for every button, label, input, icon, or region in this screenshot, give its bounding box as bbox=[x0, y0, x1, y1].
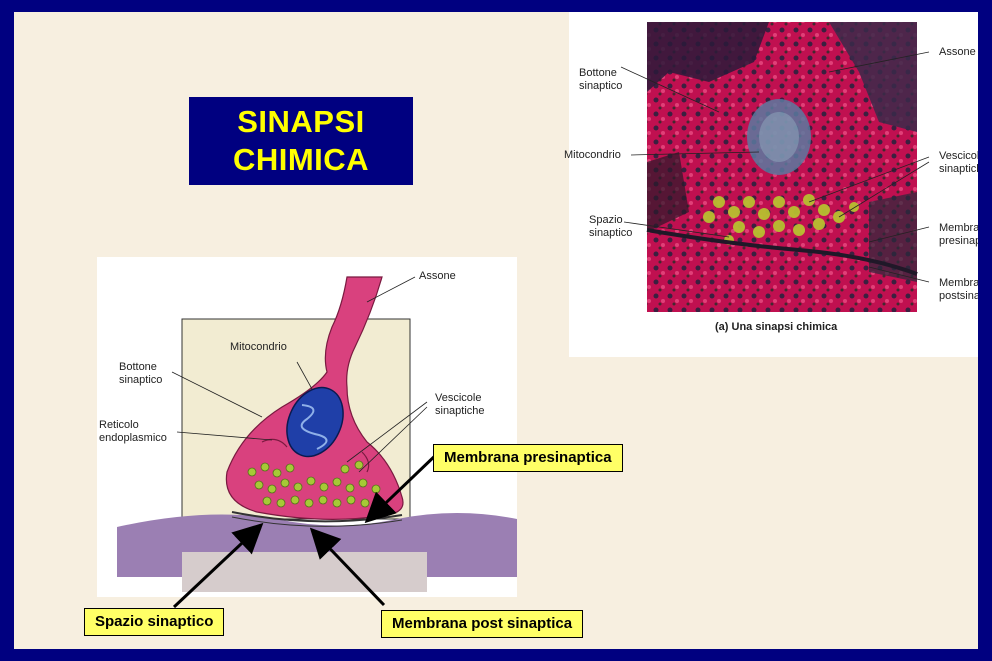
title-line-2: CHIMICA bbox=[232, 142, 370, 177]
diagram-label-vescicole: Vescicole sinaptiche bbox=[435, 392, 485, 417]
synapse-diagram-panel: Assone Mitocondrio Bottone sinaptico Ret… bbox=[97, 257, 517, 597]
micrograph-image bbox=[620, 22, 930, 312]
diagram-label-mitocondrio: Mitocondrio bbox=[230, 341, 287, 353]
diagram-label-reticolo: Reticolo endoplasmico bbox=[99, 419, 167, 444]
callout-membrana-post: Membrana post sinaptica bbox=[381, 610, 584, 638]
photo-label-bottone: Bottone sinaptico bbox=[579, 67, 623, 92]
title-line-1: SINAPSI bbox=[237, 104, 365, 139]
photo-label-mitocondrio: Mitocondrio bbox=[564, 149, 621, 161]
slide: SINAPSI CHIMICA bbox=[14, 12, 978, 649]
photo-caption: (a) Una sinapsi chimica bbox=[715, 321, 838, 333]
photo-label-membrana-pre: Membrana presinaptica bbox=[939, 222, 978, 247]
diagram-label-assone: Assone bbox=[419, 270, 456, 282]
photo-label-spazio: Spazio sinaptico bbox=[589, 214, 633, 239]
callout-spazio-sinaptico: Spazio sinaptico bbox=[84, 608, 225, 636]
photo-label-assone: Assone bbox=[939, 46, 976, 58]
slide-title: SINAPSI CHIMICA bbox=[189, 97, 413, 185]
micrograph-panel: Bottone sinaptico Mitocondrio Spazio sin… bbox=[564, 12, 978, 357]
callout-membrana-presinaptica: Membrana presinaptica bbox=[433, 444, 623, 472]
photo-label-vescicole: Vescicole sinaptiche bbox=[939, 150, 978, 175]
diagram-label-bottone: Bottone sinaptico bbox=[119, 361, 163, 386]
